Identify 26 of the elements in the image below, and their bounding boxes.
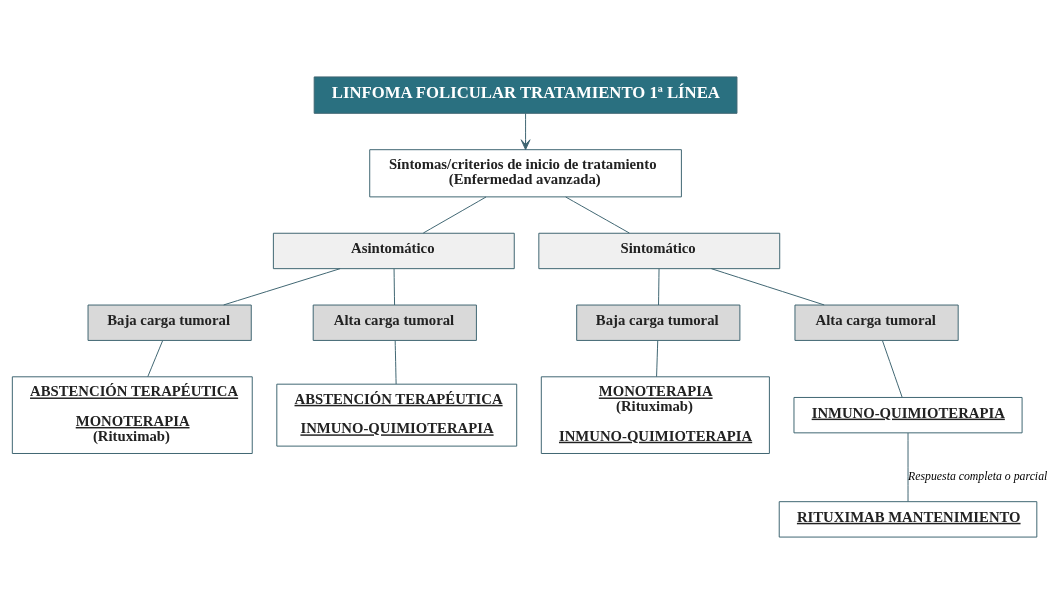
edge-label: Respuesta completa o parcial xyxy=(908,468,1048,483)
connector xyxy=(565,196,630,234)
arrow xyxy=(520,112,531,151)
node-box: ABSTENCIÓN TERAPÉUTICA MONOTERAPIA (Rituximab) xyxy=(11,376,253,454)
connector xyxy=(882,340,903,398)
node-box: MONOTERAPIA (Rituximab) INMUNO-QUIMIOTERAPIA xyxy=(540,376,770,454)
node-box: LINFOMA FOLICULAR TRATAMIENTO 1ª LÍNEA xyxy=(313,76,738,114)
node-box: Baja carga tumoral xyxy=(87,304,252,341)
node-box: INMUNO-QUIMIOTERAPIA xyxy=(793,396,1023,434)
connector xyxy=(147,340,164,378)
connector xyxy=(394,340,397,385)
node-box: Alta carga tumoral xyxy=(312,304,477,341)
connector xyxy=(393,268,396,306)
connector xyxy=(907,432,909,502)
connector xyxy=(656,340,659,378)
node-box: Asintomático xyxy=(272,232,515,270)
node-box: Alta carga tumoral xyxy=(794,304,959,341)
connector xyxy=(658,268,660,306)
node-box: ABSTENCIÓN TERAPÉUTICA INMUNO-QUIMIOTERAPIA xyxy=(276,383,518,447)
node-box: RITUXIMAB MANTENIMIENTO xyxy=(778,501,1038,538)
node-box: Síntomas/criterios de inicio de tratamiento (Enfermedad avanzada) xyxy=(369,149,682,198)
node-box: Sintomático xyxy=(538,232,781,270)
connector xyxy=(422,196,487,234)
connector xyxy=(223,268,341,306)
connector xyxy=(710,268,825,306)
node-box: Baja carga tumoral xyxy=(576,304,741,341)
